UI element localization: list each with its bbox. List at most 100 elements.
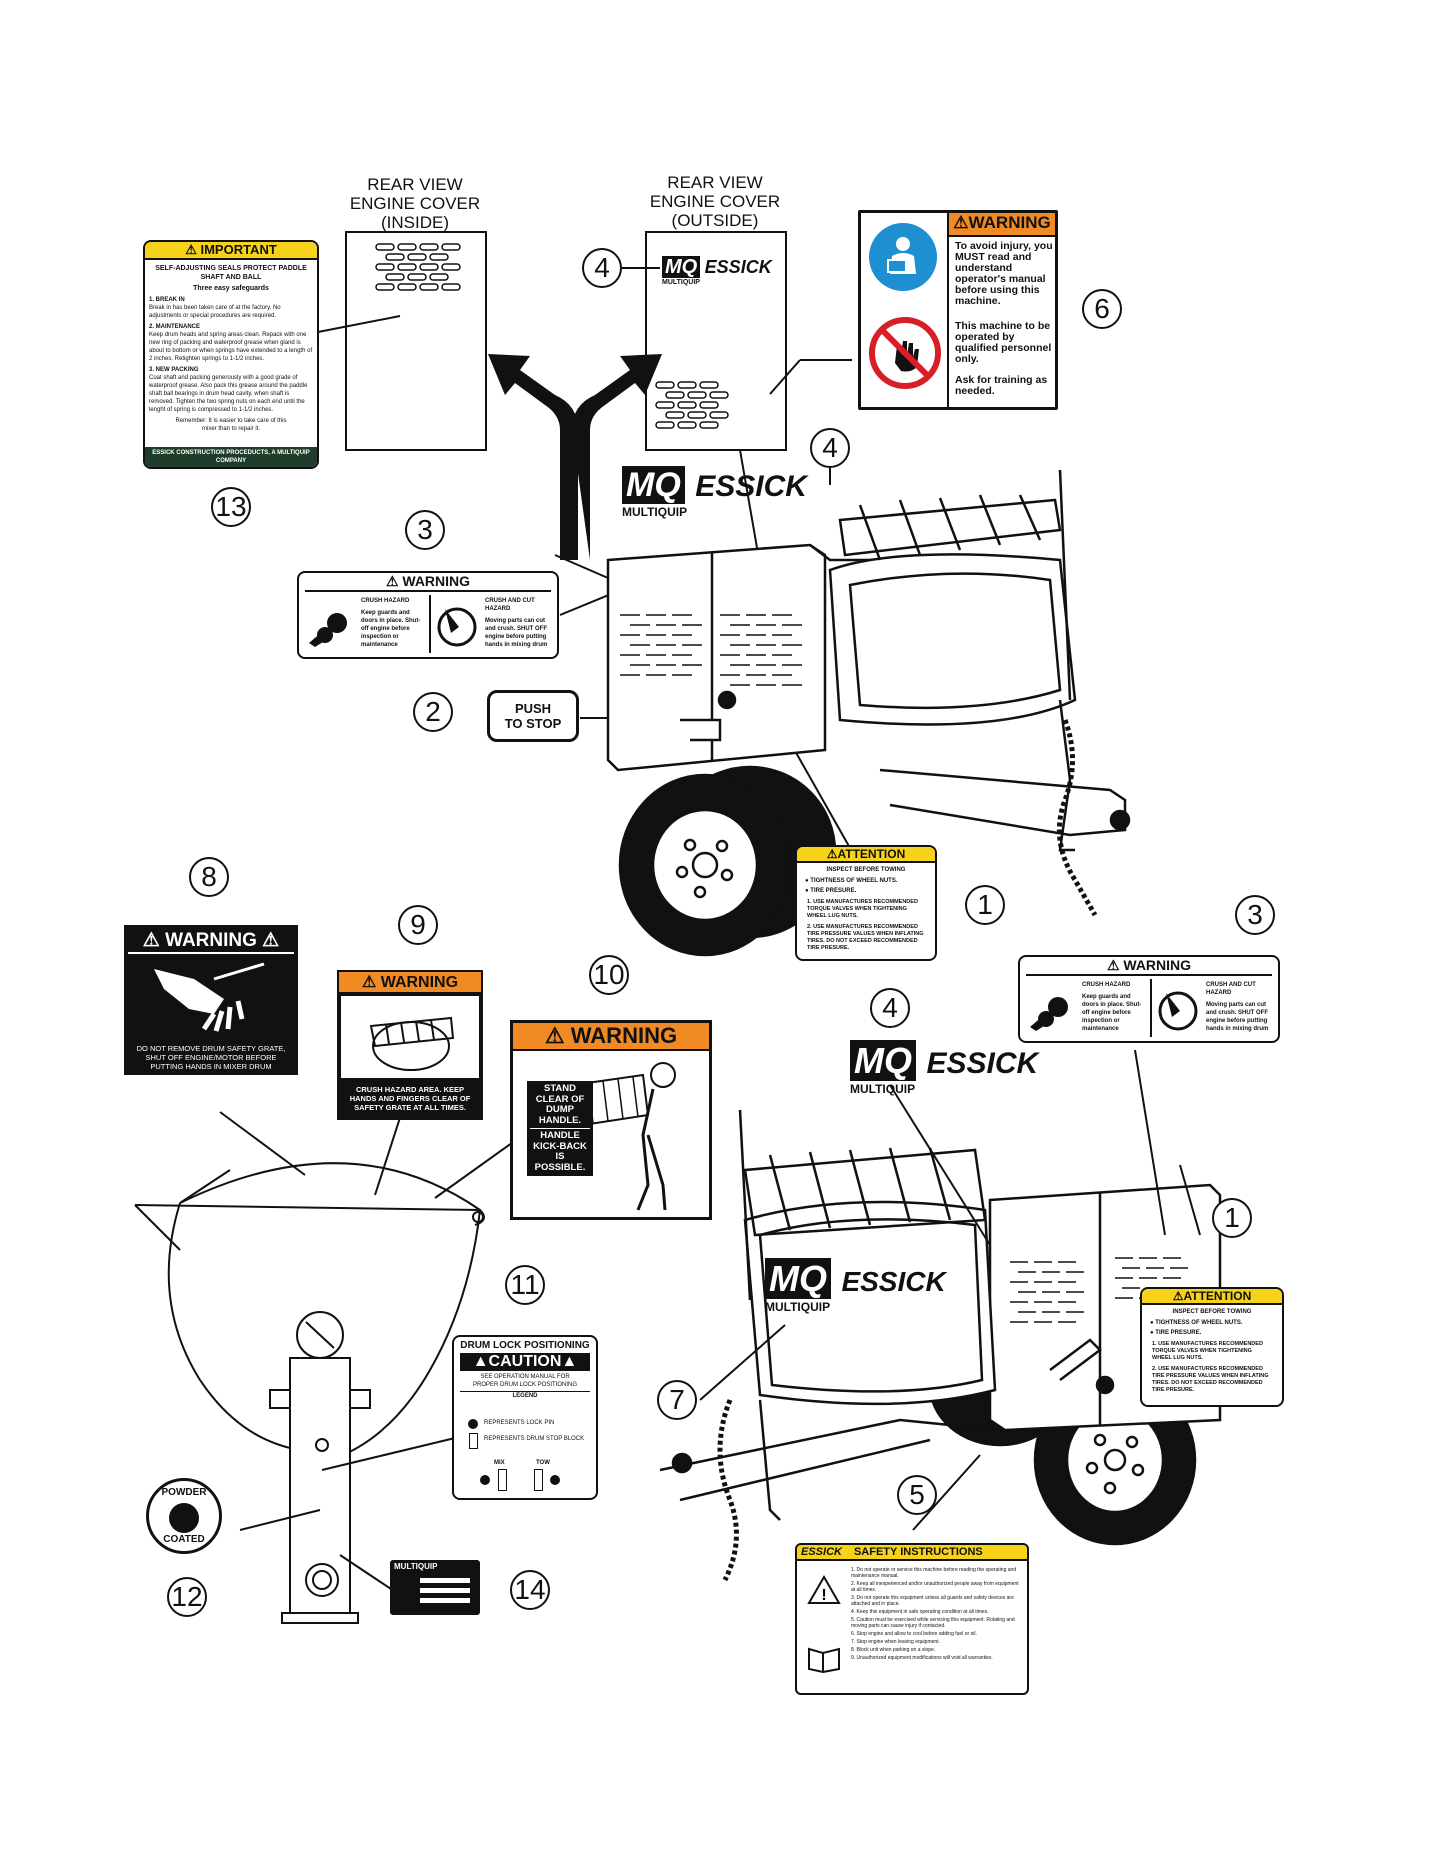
- bullet: ● TIGHTNESS OF WHEEL NUTS.: [805, 878, 898, 884]
- section-text: Keep drum heads and spring areas clean. …: [149, 332, 313, 362]
- mix-block: [498, 1469, 507, 1491]
- callout-7: 7: [657, 1380, 697, 1420]
- decal-nameplate-14: MULTIQUIP: [390, 1560, 480, 1615]
- crush-hazard-title: CRUSH HAZARD: [361, 598, 410, 604]
- decal-header: ⚠WARNING: [949, 213, 1055, 237]
- callout-2: 2: [413, 692, 453, 732]
- list-item: 8. Block unit when parking on a slope.: [851, 1647, 936, 1653]
- caption-line: (OUTSIDE): [671, 211, 759, 230]
- crush-hazard-title: CRUSH HAZARD: [1082, 982, 1131, 988]
- list-item: 4. Keep this equipment in safe operating…: [851, 1609, 989, 1615]
- list-item: 7. Stop engine when leaving equipment.: [851, 1639, 940, 1645]
- stop-block-icon: [469, 1433, 478, 1449]
- caution-icon: ▲: [472, 1353, 489, 1370]
- list-item: 6. Stop engine and allow to cool before …: [851, 1631, 977, 1637]
- essick-brand: ESSICK: [801, 1546, 842, 1558]
- decal-header: ⚠ WARNING: [513, 1023, 709, 1051]
- decal-title: INSPECT BEFORE TOWING: [826, 867, 906, 873]
- crush-hazard-text: Keep guards and doors in place. Shut-off…: [1082, 994, 1142, 1032]
- mq-logo: MQ: [850, 1040, 916, 1081]
- decal-header: ⚠ IMPORTANT: [145, 242, 317, 260]
- section-text: Coat shaft and packing generously with a…: [149, 375, 308, 413]
- safety-instructions-list: 1. Do not operate or service this machin…: [851, 1567, 1023, 1663]
- crush-cut-title: CRUSH AND CUT HAZARD: [1206, 982, 1256, 996]
- essick-logo: ESSICK: [695, 470, 807, 503]
- decal-safety-instructions-5: ESSICK SAFETY INSTRUCTIONS ! 1. Do not o…: [795, 1543, 1029, 1695]
- prohibited-hand: [878, 326, 932, 380]
- callout-13: 13: [211, 487, 251, 527]
- caution-icon: ▲: [561, 1353, 578, 1370]
- list-item: 1. Do not operate or service this machin…: [851, 1567, 1017, 1579]
- cover-brand-logo: MQ ESSICK MULTIQUIP: [662, 256, 782, 286]
- list-item: 9. Unauthorized equipment modifications …: [851, 1655, 993, 1661]
- hand-in-grate-icon: [154, 962, 265, 1032]
- callout-9: 9: [398, 905, 438, 945]
- decal-warning-8: ⚠ WARNING ⚠ DO NOT REMOVE DRUM SAFETY GR…: [124, 925, 298, 1075]
- list-item: 2. Keep all inexperienced and/or unautho…: [851, 1581, 1019, 1593]
- callout-6: 6: [1082, 289, 1122, 329]
- branch-arrow: [488, 354, 662, 560]
- decal-header: ⚠ATTENTION: [797, 847, 935, 863]
- caution-label: CAUTION: [488, 1353, 562, 1370]
- decal-header: ⚠ WARNING: [305, 573, 551, 592]
- divider: [1150, 979, 1152, 1037]
- mq-logo: MQ: [622, 466, 685, 504]
- tow-label: TOW: [536, 1460, 550, 1466]
- decal-warning-9: ⚠ WARNING CRUSH HAZARD AREA. KEEP HANDS …: [337, 970, 483, 1120]
- decal-attention-1-bottom: ⚠ATTENTION INSPECT BEFORE TOWING ● TIGHT…: [1140, 1287, 1284, 1407]
- warning-text: DO NOT REMOVE DRUM SAFETY GRATE, SHUT OF…: [136, 1044, 286, 1071]
- gear-hazard-icon: [1030, 997, 1068, 1031]
- paddle-hazard-icon: [1158, 991, 1198, 1031]
- warning-text-1: STAND CLEAR OF DUMP HANDLE.: [530, 1083, 590, 1129]
- engine-cover-outside-panel: [645, 231, 787, 451]
- lock-pin-icon: [468, 1419, 478, 1429]
- essick-logo: ESSICK: [841, 1266, 946, 1297]
- multiquip-text: MULTIQUIP: [850, 1082, 916, 1096]
- crush-cut-text: Moving parts can cut and crush. SHUT OFF…: [485, 618, 548, 648]
- drum-outline-drawing: [134, 1049, 1232, 1624]
- mq-logo: MQ: [765, 1258, 831, 1299]
- nameplate-field: [420, 1588, 470, 1593]
- caution-banner: ▲CAUTION▲: [460, 1353, 590, 1371]
- multiquip-text: MULTIQUIP: [662, 279, 700, 286]
- grille-inside: [375, 243, 461, 291]
- read-manual-icon: [869, 223, 937, 291]
- callout-4-bottom: 4: [870, 988, 910, 1028]
- push-label: PUSH: [514, 701, 552, 716]
- list-item: 3. Do not operate this equipment unless …: [851, 1595, 1014, 1607]
- warning-text-2: This machine to be operated by qualified…: [955, 320, 1052, 365]
- nameplate-field: [420, 1578, 470, 1583]
- warning-text-3: Ask for training as needed.: [955, 374, 1048, 397]
- caption-engine-cover-inside: REAR VIEW ENGINE COVER (INSIDE): [335, 175, 495, 232]
- reader-figure: [887, 237, 916, 274]
- multiquip-text: MULTIQUIP: [622, 505, 688, 519]
- decal-subtitle: Three easy safeguards: [193, 285, 269, 292]
- caption-line: REAR VIEW: [367, 175, 463, 194]
- callout-12: 12: [167, 1577, 207, 1617]
- decal-warning-6: ⚠WARNING To avoid injury, you MUST read …: [858, 210, 1058, 410]
- callout-4-cover: 4: [582, 248, 622, 288]
- callout-1-top: 1: [965, 885, 1005, 925]
- crush-cut-title: CRUSH AND CUT HAZARD: [485, 598, 535, 612]
- to-stop-label: TO STOP: [504, 716, 562, 731]
- divider: [429, 595, 431, 653]
- stop-block-legend: REPRESENTS DRUM STOP BLOCK: [484, 1436, 585, 1442]
- callout-4-top: 4: [810, 428, 850, 468]
- warning-text-2: HANDLE KICK-BACK IS POSSIBLE.: [533, 1130, 587, 1173]
- section-heading: 2. MAINTENANCE: [149, 324, 201, 330]
- warning-text-1: To avoid injury, you MUST read and under…: [955, 240, 1053, 307]
- mixer-top-drawing: [606, 469, 1131, 957]
- decal-header: ⚠ WARNING: [1026, 957, 1272, 976]
- nameplate-field: [420, 1598, 470, 1603]
- engine-cover-inside-panel: [345, 231, 487, 451]
- bullet: ● TIRE PRESURE.: [1150, 1330, 1202, 1336]
- decal-push-to-stop-2: PUSH TO STOP: [487, 690, 579, 742]
- grille-outside: [655, 381, 729, 429]
- callout-1-bottom: 1: [1212, 1198, 1252, 1238]
- decal-warning-3-top: ⚠ WARNING CRUSH HAZARD Keep guards and d…: [297, 571, 559, 659]
- crush-hazard-text: Keep guards and doors in place. Shut-off…: [361, 610, 421, 648]
- multiquip-text: MULTIQUIP: [765, 1300, 831, 1314]
- bullet: ● TIGHTNESS OF WHEEL NUTS.: [1150, 1320, 1243, 1326]
- read-manual-panel: [861, 213, 949, 407]
